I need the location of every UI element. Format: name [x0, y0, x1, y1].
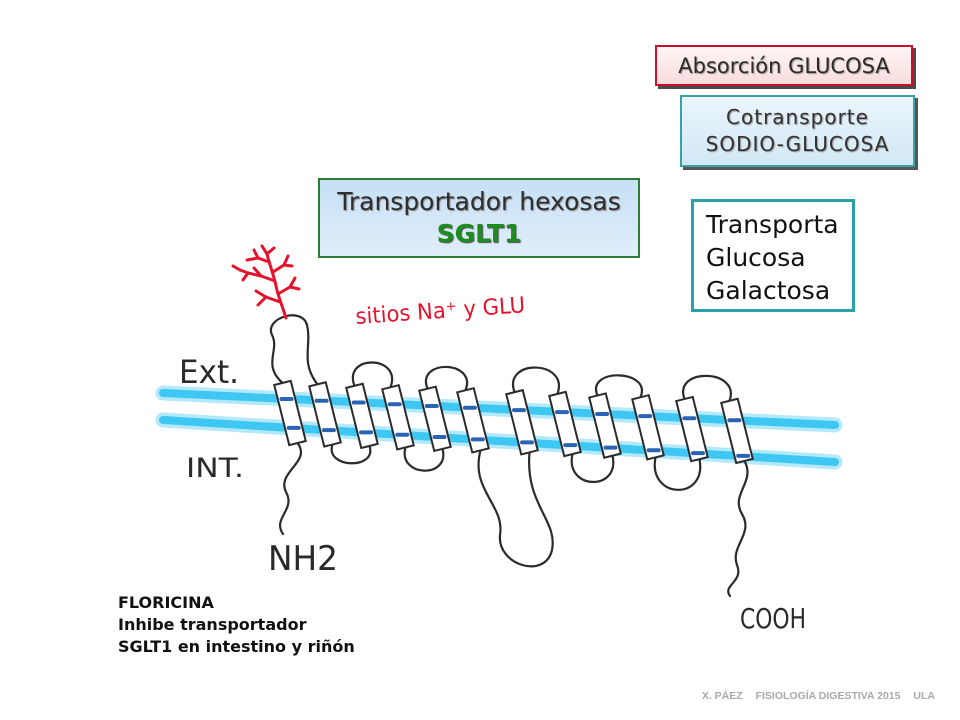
footer-org: ULA [913, 690, 935, 702]
glycan-branch [282, 263, 294, 268]
glycan-branch [256, 295, 268, 307]
transmembrane-helix [720, 397, 754, 465]
cotransport-box: Cotransporte SODIO-GLUCOSA [680, 95, 915, 167]
intracellular-loop [570, 453, 615, 483]
outer-leaflet [159, 389, 839, 429]
note-line: SGLT1 en intestino y riñón [118, 637, 355, 656]
footer-course: FISIOLOGÍA DIGESTIVA 2015 [755, 690, 901, 702]
extracellular-loop [511, 366, 561, 395]
intracellular-loop [653, 456, 702, 491]
cell-membrane [155, 385, 843, 470]
n-terminus-label: NH2 [268, 539, 338, 579]
transmembrane-helix [631, 393, 665, 461]
glycan-branch [276, 276, 297, 296]
n-terminal-tail [278, 442, 303, 536]
glycan-branch [252, 248, 260, 260]
extracellular-loop [424, 365, 469, 392]
glycan-branch [241, 271, 250, 282]
glycan-branch [231, 264, 242, 272]
glycan-branch [260, 244, 269, 256]
transporter-title: Transportador hexosas [337, 187, 621, 216]
footer-author: X. PÁEZ [701, 690, 743, 702]
glycosylation-tree [231, 244, 301, 320]
transmembrane-helices [273, 379, 754, 465]
transports-heading: Transporta [706, 210, 839, 239]
transmembrane-helix [588, 392, 622, 459]
transmembrane-helix [418, 385, 452, 453]
c-terminus-label: COOH [740, 602, 806, 635]
transporter-name: SGLT1 [436, 219, 522, 248]
intracellular-label: INT. [186, 453, 244, 484]
glycan-branch [265, 246, 276, 256]
transmembrane-helix [505, 388, 539, 456]
sugar-item: Galactosa [706, 276, 831, 305]
note-title: FLORICINA [118, 593, 214, 612]
glycan-branch [265, 252, 288, 320]
inner-leaflet [159, 416, 839, 466]
cotransport-line: Cotransporte [726, 105, 869, 129]
binding-sites-label: sitios Na⁺ y GLU [355, 293, 526, 330]
c-terminal-tail [727, 459, 749, 598]
cotransport-line: SODIO-GLUCOSA [705, 132, 890, 156]
phlorizin-note: FLORICINA Inhibe transportador SGLT1 en … [118, 592, 355, 658]
intracellular-loop [330, 443, 372, 465]
absorption-title: Absorción GLUCOSA [678, 53, 890, 78]
intracellular-loop [403, 446, 445, 472]
extracellular-loop [351, 361, 394, 389]
absorption-glucose-box: Absorción GLUCOSA [655, 45, 913, 86]
transmembrane-helix [675, 395, 709, 463]
extracellular-loop [682, 374, 732, 402]
transmembrane-helix [456, 386, 490, 454]
large-intracellular-loop [477, 449, 554, 568]
protein-loops [269, 314, 749, 598]
hexose-transporter-box: Transportador hexosas SGLT1 [318, 178, 640, 258]
note-line: Inhibe transportador [118, 615, 307, 634]
extracellular-loop [594, 374, 644, 399]
glycan-branch [288, 285, 301, 291]
transported-sugars-box: Transporta Glucosa Galactosa [691, 199, 855, 312]
sugar-item: Glucosa [706, 243, 806, 272]
extracellular-label: Ext. [179, 353, 239, 391]
transmembrane-helix [548, 390, 582, 458]
transmembrane-helix [273, 379, 307, 447]
glycan-branch [252, 266, 263, 278]
glycosylated-extracellular-loop [269, 314, 319, 386]
slide-footer: X. PÁEZ FISIOLOGÍA DIGESTIVA 2015 ULA [702, 690, 935, 702]
